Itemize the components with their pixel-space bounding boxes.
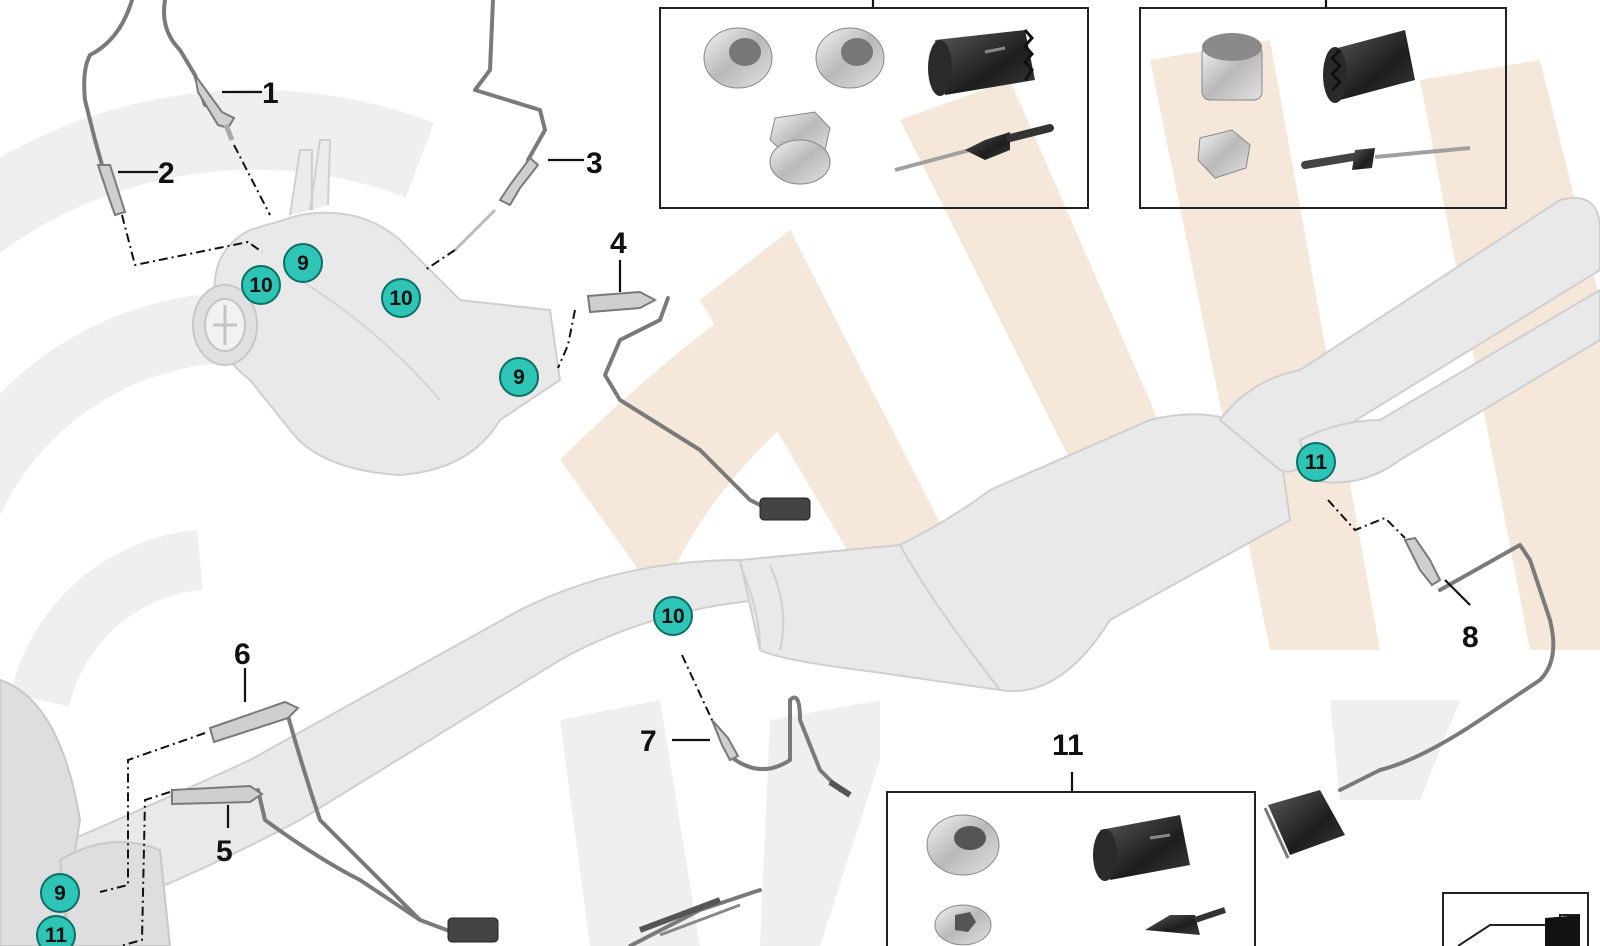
part-number-5: 5: [216, 835, 233, 868]
callout-badge: 9: [283, 243, 323, 283]
callout-badge: 11: [1296, 442, 1336, 482]
sensor-1: [162, 0, 271, 216]
sensor-bottom-centre: [628, 888, 762, 946]
hole-saw-icon: [1093, 815, 1190, 881]
sensor-4: [557, 290, 811, 521]
callout-badge: 9: [40, 873, 80, 913]
threaded-bung-icon: [1201, 33, 1263, 101]
plug-screw-icon: [934, 904, 992, 946]
part-number-8: 8: [1462, 621, 1479, 654]
sensor-7: [681, 654, 852, 798]
sensor-3: [424, 0, 547, 271]
drill-bit-icon: [894, 124, 1054, 172]
connector-plug-icon: [447, 917, 499, 943]
svg-text:9: 9: [297, 252, 309, 275]
svg-text:10: 10: [249, 274, 272, 297]
reference-icon: [1442, 892, 1589, 946]
svg-text:9: 9: [54, 882, 66, 905]
callout-badge: 10: [381, 278, 421, 318]
connector-plug-icon: [759, 497, 811, 521]
part-number-4: 4: [610, 227, 627, 260]
svg-text:10: 10: [389, 287, 412, 310]
plug-screw-icon: [1197, 129, 1251, 179]
sensor-2: [82, 0, 263, 267]
svg-text:11: 11: [1305, 451, 1328, 474]
kit-box-a: [659, 0, 1089, 209]
threaded-bung-icon: [703, 27, 773, 89]
part-number-2: 2: [158, 157, 175, 190]
sensor-8: [1263, 499, 1556, 859]
svg-text:11: 11: [45, 924, 68, 946]
part-number-7: 7: [640, 725, 657, 758]
kit-box-c: [886, 772, 1256, 946]
sensor-5: [119, 784, 499, 946]
part-number-6: 6: [234, 638, 251, 671]
callout-badge: 10: [241, 265, 281, 305]
drill-bit-icon: [1301, 146, 1471, 170]
plug-screw-icon: [769, 111, 831, 185]
threaded-bung-icon: [815, 27, 885, 89]
svg-text:10: 10: [661, 605, 684, 628]
kit-box-b: [1139, 0, 1507, 209]
control-unit-icon: [1263, 790, 1345, 859]
part-number-labels: 1 2 3 4 5 6 7 8 11: [158, 77, 1479, 868]
callout-badges: 10 9 10 9 11 10 9 11: [36, 243, 1336, 946]
sensor-6: [99, 700, 422, 922]
part-number-11: 11: [1052, 729, 1084, 762]
svg-text:9: 9: [513, 366, 525, 389]
hole-saw-icon: [1323, 30, 1415, 103]
part-number-1: 1: [262, 77, 279, 110]
hole-saw-icon: [928, 29, 1035, 96]
part-number-3: 3: [586, 147, 603, 180]
callout-badge: 10: [653, 596, 693, 636]
drill-bit-icon: [1145, 907, 1226, 935]
threaded-bung-icon: [926, 814, 1000, 876]
callout-badge: 9: [499, 357, 539, 397]
callout-badge: 11: [36, 915, 76, 946]
